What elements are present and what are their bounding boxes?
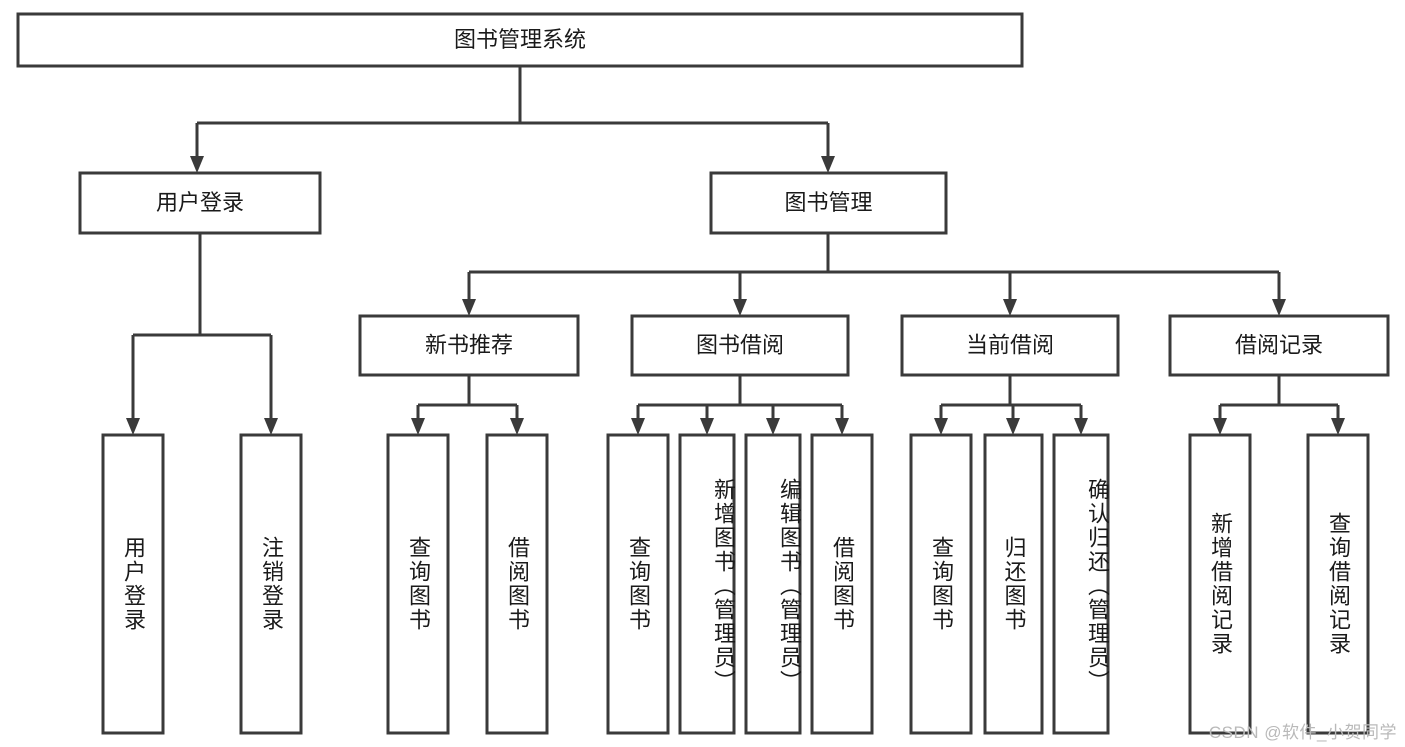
arrow-head-icon: [462, 299, 476, 316]
arrow-head-icon: [631, 418, 645, 435]
connector-user-login-to-leaves: [126, 233, 278, 435]
arrow-head-icon: [126, 418, 140, 435]
arrow-head-icon: [1213, 418, 1227, 435]
root-node-label: 图书管理系统: [454, 27, 586, 52]
connector-layer: [126, 66, 1345, 435]
arrow-head-icon: [700, 418, 714, 435]
level2-node-box[interactable]: [358, 314, 580, 377]
leaf-node-box[interactable]: [983, 433, 1044, 735]
leaf-node-box[interactable]: [386, 433, 450, 735]
arrow-head-icon: [835, 418, 849, 435]
arrow-head-icon: [1074, 418, 1088, 435]
node-box-layer: [16, 12, 1390, 735]
arrow-head-icon: [733, 299, 747, 316]
leaf-node-box[interactable]: [1306, 433, 1370, 735]
leaf-node-box[interactable]: [1052, 433, 1110, 735]
connector-book-borrow-to-leaves: [631, 375, 849, 435]
connector-root-to-level1: [190, 66, 835, 173]
arrow-head-icon: [766, 418, 780, 435]
arrow-head-icon: [821, 156, 835, 173]
level1-node-label: 图书管理: [784, 190, 872, 215]
level2-node-label: 当前借阅: [966, 332, 1054, 357]
leaf-node-box[interactable]: [810, 433, 874, 735]
connector-book-management-to-level2: [462, 233, 1286, 316]
leaf-node-box[interactable]: [606, 433, 670, 735]
leaf-node-box[interactable]: [239, 433, 303, 735]
leaf-node-box[interactable]: [485, 433, 549, 735]
leaf-node-box[interactable]: [101, 433, 165, 735]
arrow-head-icon: [264, 418, 278, 435]
level1-node-box[interactable]: [709, 171, 948, 235]
level2-node-label: 借阅记录: [1235, 332, 1323, 357]
arrow-head-icon: [1006, 418, 1020, 435]
level2-node-label: 图书借阅: [696, 332, 784, 357]
level2-node-box[interactable]: [630, 314, 850, 377]
connector-current-borrow-to-leaves: [934, 375, 1088, 435]
leaf-node-box[interactable]: [678, 433, 736, 735]
root-node-box[interactable]: [16, 12, 1024, 68]
leaf-node-box[interactable]: [744, 433, 802, 735]
level1-node-box[interactable]: [78, 171, 322, 235]
level2-node-box[interactable]: [1168, 314, 1390, 377]
level1-node-label: 用户登录: [156, 190, 244, 215]
connector-borrow-record-to-leaves: [1213, 375, 1345, 435]
level2-node-label: 新书推荐: [425, 332, 513, 357]
arrow-head-icon: [934, 418, 948, 435]
arrow-head-icon: [411, 418, 425, 435]
arrow-head-icon: [1003, 299, 1017, 316]
leaf-node-box[interactable]: [909, 433, 973, 735]
leaf-node-box[interactable]: [1188, 433, 1252, 735]
level2-node-box[interactable]: [900, 314, 1120, 377]
connector-new-book-to-leaves: [411, 375, 524, 435]
arrow-head-icon: [1331, 418, 1345, 435]
arrow-head-icon: [1272, 299, 1286, 316]
arrow-head-icon: [510, 418, 524, 435]
csdn-watermark: CSDN @软件_小贺同学: [1208, 723, 1397, 742]
arrow-head-icon: [190, 156, 204, 173]
